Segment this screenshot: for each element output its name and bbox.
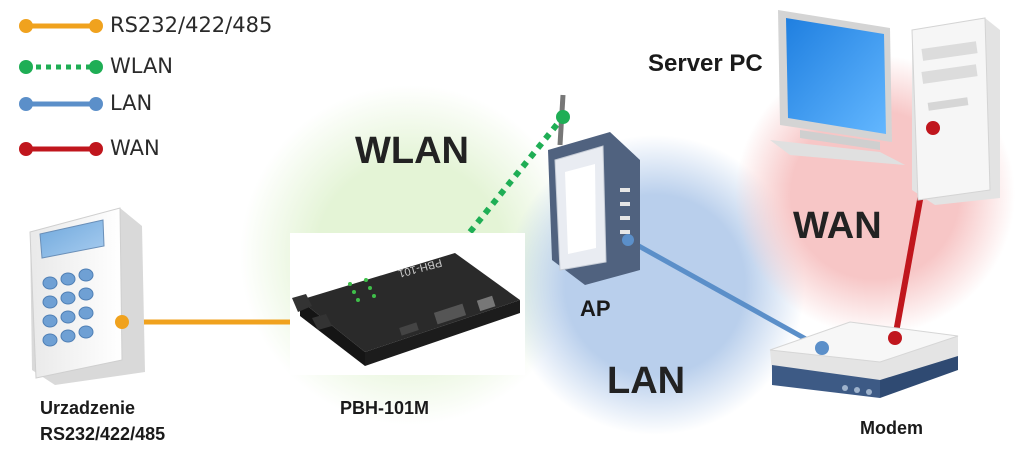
modem-label: Modem [860,418,923,438]
lan-zone-label: LAN [607,360,686,402]
legend-swatch-wan [19,142,103,156]
legend-swatches [19,19,103,156]
ap-lan-dot [622,234,634,246]
modem-wan-dot [888,331,902,345]
lan-link [626,237,824,351]
wan-zone-label: WAN [793,205,882,247]
ap-label: AP [580,296,611,321]
serial-gateway-icon: PBH-101 [290,233,525,375]
wlan-zone-label: WLAN [355,130,469,172]
access-point-router-icon [548,94,640,285]
wlan-antenna-dot [556,110,570,124]
legend-label-rs232: RS232/422/485 [110,13,273,37]
terminal-label-line1: Urzadzenie [40,398,136,418]
rs232-port-dot [115,315,129,329]
desktop-computer-icon [770,10,1000,205]
terminal-label-line2: RS232/422/485 [40,424,166,444]
keypad-terminal-icon [29,207,145,385]
legend-swatch-lan [19,97,103,111]
server-label: Server PC [648,50,763,77]
server-wan-dot [926,121,940,135]
modem-lan-dot [815,341,829,355]
legend-label-lan: LAN [110,91,153,115]
gateway-label: PBH-101M [340,398,430,418]
legend-swatch-wlan [19,60,103,74]
legend-label-wan: WAN [110,136,160,160]
legend-label-wlan: WLAN [110,54,174,78]
wlan-link [467,115,566,234]
legend-swatch-rs232 [19,19,103,33]
